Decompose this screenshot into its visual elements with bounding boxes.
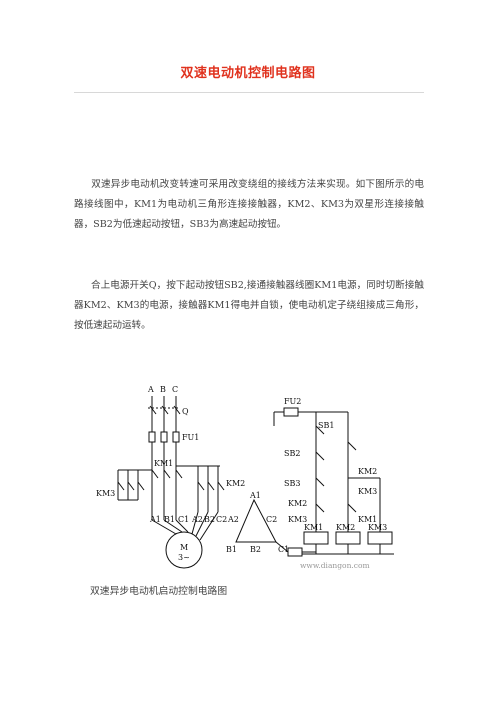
phase-a-label: A xyxy=(147,385,154,394)
paragraph-2-text: 合上电源开关Q，按下起动按钮SB2,接通接触器线圈KM1电源，同时切断接触器KM… xyxy=(74,280,424,331)
km1-interlock-label: KM1 xyxy=(358,515,377,524)
terminal-b2: B2 xyxy=(204,515,215,524)
sb1-label: SB1 xyxy=(318,421,334,430)
terminal-a2: A2 xyxy=(191,515,203,524)
fu1-label: FU1 xyxy=(182,433,199,442)
coil-km2-label: KM2 xyxy=(336,523,355,532)
page-title: 双速电动机控制电路图 xyxy=(180,66,316,81)
paragraph-2: 合上电源开关Q，按下起动按钮SB2,接通接触器线圈KM1电源，同时切断接触器KM… xyxy=(74,276,424,336)
motor-sub-label: 3~ xyxy=(178,553,190,562)
watermark: www.diangon.com xyxy=(300,561,370,570)
km2-main-label: KM2 xyxy=(226,479,245,488)
sb3-label: SB3 xyxy=(284,479,300,488)
coil-km1-label: KM1 xyxy=(304,523,323,532)
winding-a1: A1 xyxy=(249,491,261,500)
switch-q-label: Q xyxy=(182,407,189,416)
phase-c-label: C xyxy=(172,385,178,394)
km2-ctrl-label: KM2 xyxy=(358,467,377,476)
km2-interlock-label: KM2 xyxy=(288,499,307,508)
km1-main-label: KM1 xyxy=(154,459,173,468)
title-divider xyxy=(74,92,424,93)
motor-label: M xyxy=(180,543,188,552)
terminal-b1: B1 xyxy=(164,515,175,524)
winding-c1: C1 xyxy=(278,545,289,554)
winding-b2: B2 xyxy=(250,545,261,554)
paragraph-1: 双速异步电动机改变转速可采用改变绕组的接线方法来实现。如下图所示的电路接线图中，… xyxy=(74,175,424,235)
km3-ctrl-label: KM3 xyxy=(358,487,377,496)
winding-a2: A2 xyxy=(227,515,239,524)
circuit-diagram: A B C Q FU1 KM3 KM2 KM1 A1 B1 C1 A2 B2 C… xyxy=(96,385,394,570)
terminal-c1-motor: C1 xyxy=(178,515,189,524)
sb2-label: SB2 xyxy=(284,449,300,458)
coil-km3-label: KM3 xyxy=(368,523,387,532)
winding-b1: B1 xyxy=(226,545,237,554)
winding-c2: C2 xyxy=(266,515,277,524)
figure-caption: 双速异步电动机启动控制电路图 xyxy=(90,586,228,597)
paragraph-1-text: 双速异步电动机改变转速可采用改变绕组的接线方法来实现。如下图所示的电路接线图中，… xyxy=(74,179,424,230)
km3-main-label: KM3 xyxy=(96,489,115,498)
terminal-a1: A1 xyxy=(149,515,161,524)
phase-b-label: B xyxy=(160,385,166,394)
km3-interlock-label: KM3 xyxy=(288,515,307,524)
fu2-label: FU2 xyxy=(284,397,301,406)
terminal-c2: C2 xyxy=(216,515,227,524)
